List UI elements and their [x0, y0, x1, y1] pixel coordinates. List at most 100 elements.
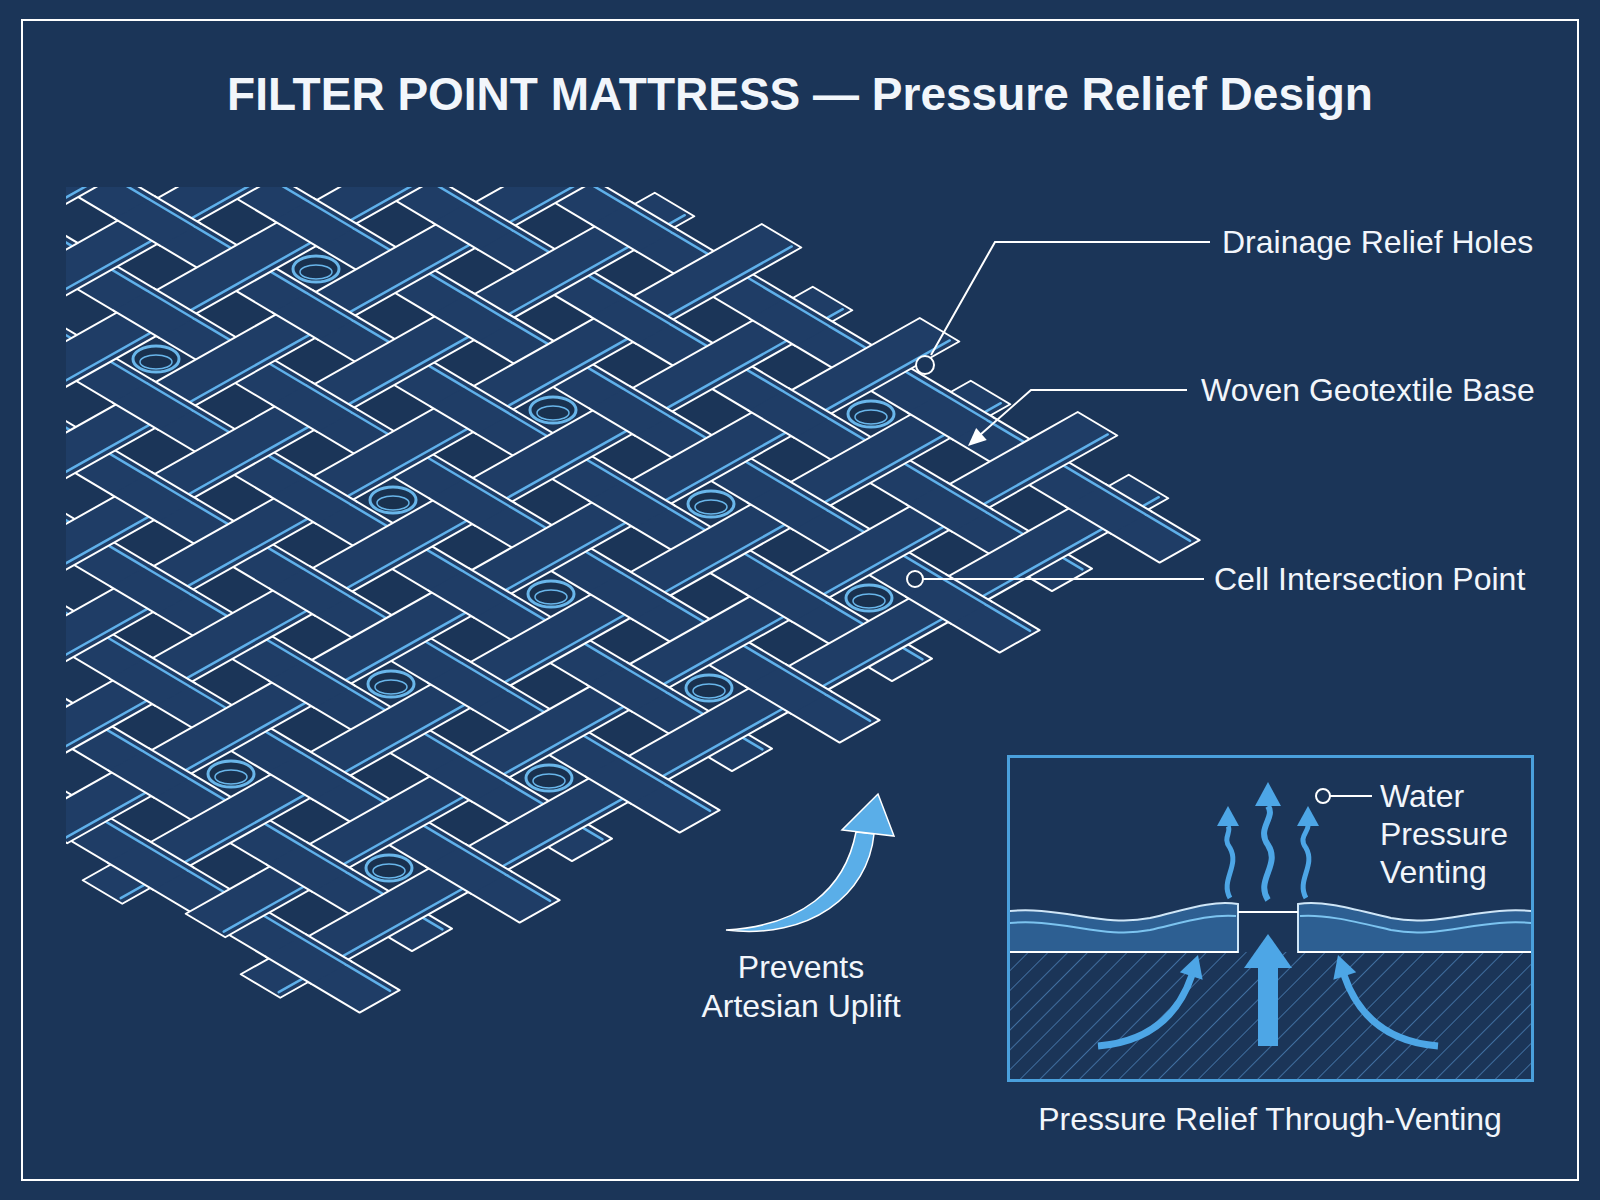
curved-arrow-body: [726, 832, 874, 931]
strip-highlight: [461, 755, 507, 782]
strip-highlight: [462, 663, 508, 690]
strip-crossing: [431, 384, 517, 434]
drainage-hole: [293, 256, 339, 282]
strip-crossing: [907, 482, 993, 532]
strip-edge: [112, 495, 158, 522]
strip-edge: [149, 748, 195, 775]
hole-wall: [533, 774, 565, 788]
strip-crossing: [747, 572, 833, 622]
strip-edge: [746, 687, 792, 714]
strip-edge: [148, 840, 194, 867]
soil-surface: [1010, 951, 1238, 953]
drainage-hole: [370, 487, 416, 513]
leader-dot: [916, 356, 934, 374]
strip-edge: [310, 566, 356, 593]
strip-crossing: [115, 196, 201, 246]
venting-wave-head: [1255, 782, 1281, 806]
venting-wave: [1264, 806, 1272, 900]
leader-arrowhead: [968, 428, 987, 446]
strip-edge: [586, 777, 632, 804]
strip-crossing: [273, 290, 359, 340]
callout-label: Prevents Artesian Uplift: [691, 948, 911, 1026]
drainage-hole: [526, 765, 572, 791]
strip-highlight: [142, 843, 188, 870]
strip-edge: [470, 476, 516, 503]
strip-edge: [750, 319, 796, 346]
strip-highlight: [300, 937, 346, 964]
hole-wall: [140, 355, 172, 369]
strip-highlight: [942, 393, 988, 420]
strip-highlight: [622, 573, 668, 600]
strip-edge: [269, 681, 315, 708]
strip-edge: [589, 501, 635, 528]
strip-edge: [786, 664, 832, 691]
soil-hatch: [1010, 952, 1531, 1079]
strip-highlight: [623, 481, 669, 508]
callout-label: Cell Intersection Point: [1214, 560, 1525, 598]
strip-edge: [1066, 507, 1112, 534]
strip-edge: [110, 679, 156, 706]
strip-crossing: [586, 754, 672, 804]
strip-highlight: [146, 475, 192, 502]
strip-edge: [115, 219, 161, 246]
strip-edge: [906, 597, 952, 624]
hole-wall: [853, 594, 885, 608]
woven-mesh: [66, 187, 1200, 1013]
strip-edge: [311, 474, 357, 501]
strip-crossing: [114, 288, 200, 338]
strip-edge: [270, 589, 316, 616]
strip-highlight: [304, 569, 350, 596]
strip-highlight: [782, 483, 828, 510]
callout-label: Drainage Relief Holes: [1222, 223, 1533, 261]
strip-edge: [150, 656, 196, 683]
strip-edge: [789, 388, 835, 415]
strip-edge: [948, 390, 994, 417]
inflow-arrow-head: [1180, 955, 1203, 980]
strip-edge: [433, 223, 479, 250]
strip-edge: [111, 587, 157, 614]
pressure-arrow-shaft: [1258, 966, 1278, 1046]
hole-wall: [855, 410, 887, 424]
strip-edge: [428, 683, 474, 710]
strip-edge: [272, 405, 318, 432]
strip-highlight: [620, 757, 666, 784]
strip-edge: [749, 411, 795, 438]
drainage-hole: [528, 581, 574, 607]
strip-edge: [1106, 484, 1152, 511]
strip-edge: [466, 844, 512, 871]
strip-crossing: [112, 472, 198, 522]
strip-edge: [312, 382, 358, 409]
strip-edge: [472, 292, 518, 319]
strip-edge: [153, 380, 199, 407]
strip-edge: [430, 499, 476, 526]
strip-crossing: [589, 478, 675, 528]
strip-edge: [591, 317, 637, 344]
strip-edge: [630, 386, 676, 413]
strip-crossing: [432, 292, 518, 342]
strip-highlight: [1100, 487, 1146, 514]
drainage-hole: [848, 401, 894, 427]
strip-edge: [590, 409, 636, 436]
strip-highlight: [148, 291, 194, 318]
strip-crossing: [587, 662, 673, 712]
strip-highlight: [626, 205, 672, 232]
hole-wall: [375, 680, 407, 694]
strip-highlight: [625, 297, 671, 324]
strip-crossing: [267, 842, 353, 892]
strip-edge: [627, 662, 673, 689]
strip-edge: [431, 407, 477, 434]
strip-highlight: [781, 575, 827, 602]
strip-crossing: [274, 198, 360, 248]
strip-edge: [469, 568, 515, 595]
geotextile-strip: [186, 412, 1118, 937]
strip-edge: [309, 658, 355, 685]
strip-crossing: [430, 476, 516, 526]
mattress-layer: [1010, 903, 1238, 952]
venting-wave: [1227, 826, 1233, 898]
strip-crossing: [272, 382, 358, 432]
strip-crossing: [1066, 484, 1152, 534]
layer-highlight: [1010, 916, 1236, 933]
